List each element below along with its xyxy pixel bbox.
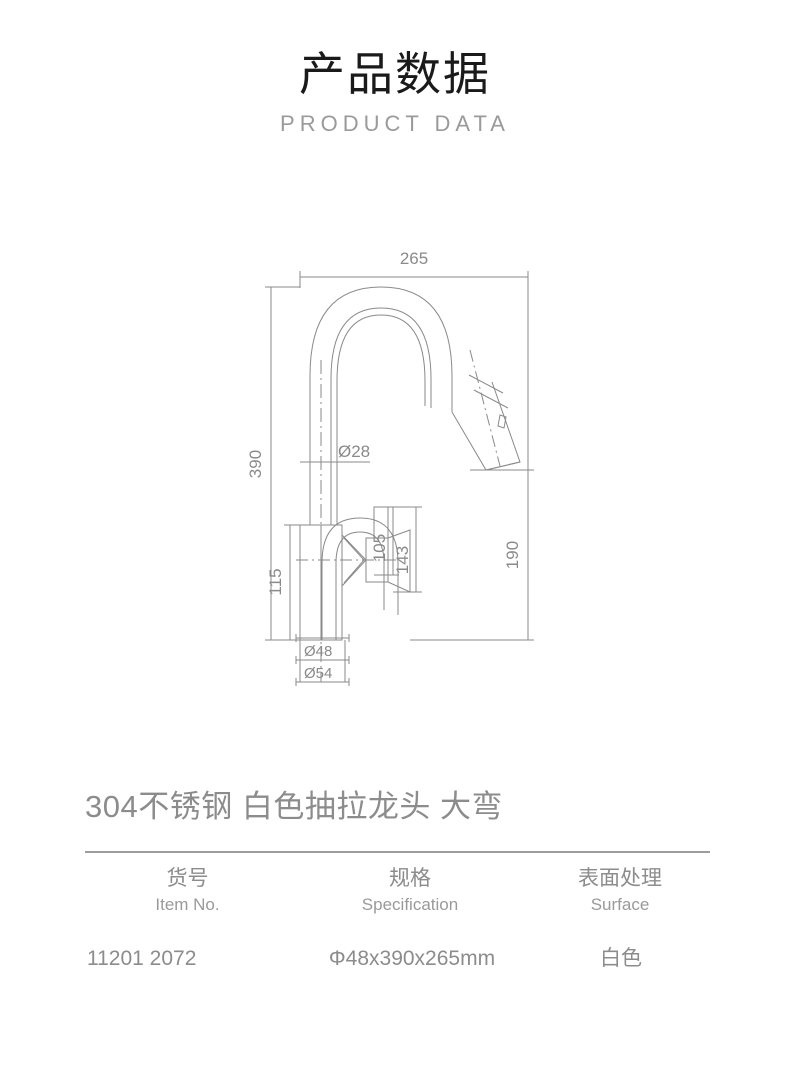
dimension-base-115 [284, 524, 300, 641]
table-row: 11201 2072 Φ48x390x265mm 白色 [85, 917, 710, 972]
faucet-gooseneck [309, 286, 453, 525]
faucet-base-body [299, 524, 343, 641]
spray-axis-line [469, 349, 501, 467]
faucet-dimension-drawing: 265 390 115 190 105 143 Ø28 Ø48 Ø54 [246, 249, 534, 686]
dimension-body-143 [393, 506, 422, 593]
dimension-width-265 [299, 271, 529, 640]
page-title-cn: 产品数据 [299, 48, 491, 100]
column-header-specification-en: Specification [361, 895, 459, 915]
column-header-specification: 规格 Specification [290, 866, 530, 917]
cell-item-no: 11201 2072 [87, 947, 197, 971]
dim-label-width: 265 [400, 249, 428, 268]
dimension-base-diameters [271, 634, 350, 686]
column-header-specification-cn: 规格 [389, 867, 431, 890]
column-header-surface-cn: 表面处理 [578, 867, 662, 890]
cell-specification: Φ48x390x265mm [328, 947, 496, 971]
dim-label-base-diameter-inner: Ø48 [304, 643, 332, 660]
column-header-item-no: 货号 Item No. [85, 866, 290, 917]
product-name: 304不锈钢 白色抽拉龙头 大弯 [85, 789, 503, 824]
dim-label-body-height: 143 [393, 546, 412, 574]
column-header-item-no-en: Item No. [155, 895, 220, 915]
technical-drawing: 265 390 115 190 105 143 Ø28 Ø48 Ø54 [0, 230, 790, 710]
page-title-en: PRODUCT DATA [280, 110, 510, 136]
column-header-surface: 表面处理 Surface [530, 866, 710, 917]
page-header: 产品数据 PRODUCT DATA [0, 0, 790, 136]
dim-label-spout-height: 190 [503, 541, 522, 569]
column-header-surface-en: Surface [590, 895, 650, 915]
table-header-row: 货号 Item No. 规格 Specification 表面处理 Surfac… [85, 866, 710, 917]
faucet-spray-head [451, 374, 521, 471]
dim-label-handle-height: 105 [370, 534, 389, 562]
dim-label-tube-diameter: Ø28 [338, 442, 370, 461]
cell-surface: 白色 [600, 947, 642, 971]
dim-label-base-diameter-outer: Ø54 [304, 665, 332, 682]
column-header-item-no-cn: 货号 [166, 867, 209, 890]
dim-label-height: 390 [246, 450, 265, 478]
faucet-spout-outline [321, 517, 399, 640]
section-divider [85, 851, 710, 853]
dimension-spout-190 [410, 469, 534, 641]
specification-table: 货号 Item No. 规格 Specification 表面处理 Surfac… [85, 866, 710, 972]
faucet-lever-handle [341, 506, 411, 593]
dim-label-base-height: 115 [266, 568, 285, 595]
